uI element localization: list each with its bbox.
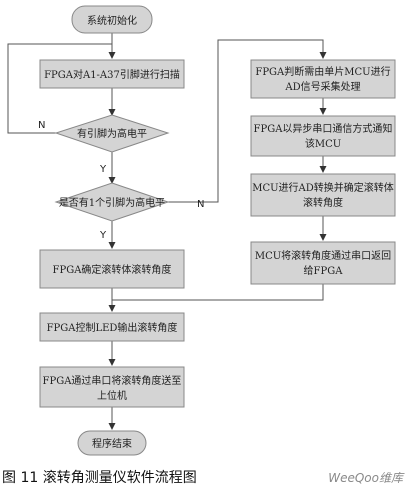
decision-single-pin: 是否有1个引脚为高电平 [54, 182, 170, 222]
decision-high-level-label: 有引脚为高电平 [77, 127, 147, 140]
watermark-logo: WeeQoo维库 [328, 471, 403, 485]
mcu-convert-process: MCU进行AD转换并确定滚转体 滚转角度 [250, 173, 396, 217]
scan-label: FPGA对A1-A37引脚进行扫描 [44, 68, 180, 81]
mcu-convert-label-line2: 滚转角度 [303, 196, 343, 209]
send-pc-label-line1: FPGA通过串口将滚转角度送至 [43, 374, 182, 387]
mcu-return-process: MCU将滚转角度通过串口返回 给FPGA [250, 241, 396, 285]
mcu-convert-label-line1: MCU进行AD转换并确定滚转体 [252, 181, 394, 194]
fpga-angle-label: FPGA确定滚转体滚转角度 [53, 263, 172, 276]
fpga-angle-process: FPGA确定滚转体滚转角度 [39, 249, 185, 289]
mcu-ad-process: FPGA判断需由单片MCU进行 AD信号采集处理 [250, 59, 396, 99]
start-label: 系统初始化 [87, 14, 137, 27]
decision-single-pin-label: 是否有1个引脚为高电平 [59, 196, 165, 209]
notify-mcu-label-line1: FPGA以异步串口通信方式通知 [254, 122, 393, 135]
mcu-ad-label-line1: FPGA判断需由单片MCU进行 [255, 65, 390, 78]
send-pc-label-line2: 上位机 [97, 389, 127, 402]
notify-mcu-label-line2: 该MCU [305, 137, 341, 150]
edge-label-n2: N [197, 199, 204, 210]
send-pc-process: FPGA通过串口将滚转角度送至 上位机 [39, 366, 185, 408]
decision-high-level: 有引脚为高电平 [54, 114, 170, 153]
figure-caption: 图 11 滚转角测量仪软件流程图 [2, 470, 197, 486]
notify-mcu-process: FPGA以异步串口通信方式通知 该MCU [250, 115, 396, 157]
scan-process: FPGA对A1-A37引脚进行扫描 [39, 59, 185, 89]
edge-label-y2: Y [99, 230, 107, 241]
start-node: 系统初始化 [71, 5, 153, 34]
mcu-return-label-line2: 给FPGA [304, 264, 344, 277]
edge-label-y1: Y [99, 164, 107, 175]
end-node: 程序结束 [77, 430, 147, 456]
led-output-label: FPGA控制LED输出滚转角度 [47, 321, 178, 334]
led-output-process: FPGA控制LED输出滚转角度 [39, 312, 185, 342]
mcu-return-label-line1: MCU将滚转角度通过串口返回 [255, 249, 391, 262]
edge-label-n1: N [38, 120, 45, 131]
end-label: 程序结束 [92, 437, 132, 450]
mcu-ad-label-line2: AD信号采集处理 [284, 80, 360, 93]
